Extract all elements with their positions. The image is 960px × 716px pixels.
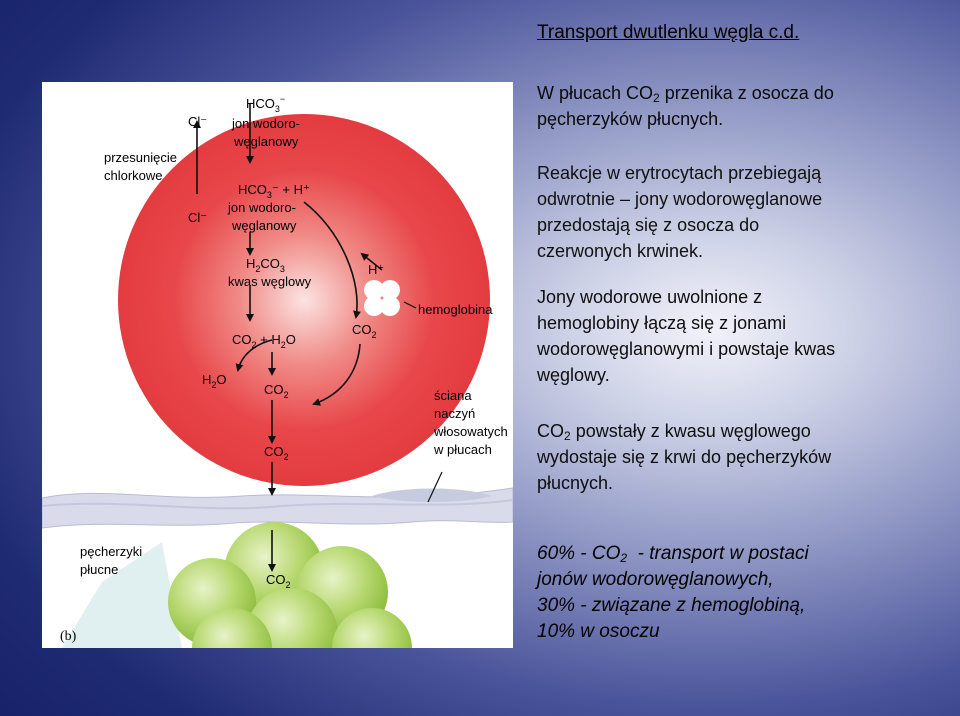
summary-paragraph: 60% - CO2 - transport w postaci jonów wo… — [537, 541, 809, 645]
label-alveoli-2: płucne — [80, 562, 118, 577]
hb-line3: wodorowęglanowymi i powstaje kwas — [537, 339, 836, 359]
co2-line2: wydostaje się z krwi do pęcherzyków — [537, 447, 832, 467]
alveoli-pointer-area — [62, 542, 182, 648]
co2-line1-a: CO — [537, 421, 564, 441]
label-h-plus: H⁺ — [368, 262, 384, 277]
label-hco3-in: HCO3⁻ + H⁺ — [238, 182, 310, 200]
hemoglobin-icon — [364, 280, 400, 316]
label-panel-b: (b) — [60, 629, 77, 644]
arrow-h-to-hco3 — [303, 201, 361, 319]
wall-pointer — [427, 471, 443, 503]
label-chloride-shift-2: chlorkowe — [104, 168, 163, 183]
hb-line1: Jony wodorowe uwolnione z — [537, 287, 763, 307]
hemoglobin-pointer — [403, 301, 417, 309]
lungs-line1-b: przenika z osocza do — [659, 83, 834, 103]
co2-transport-figure: Cl⁻ HCO3− jon wodoro- węglanowy przesuni… — [42, 82, 513, 648]
lungs-line1-a: W płucach CO — [537, 83, 654, 103]
rbc-line3: przedostają się z osocza do — [537, 215, 760, 235]
alveolus-6 — [332, 608, 412, 648]
capillary-wall-line — [42, 499, 513, 510]
lungs-line1-sub: 2 — [653, 91, 660, 105]
arrow-h-plus — [360, 252, 383, 271]
label-cl-mid: Cl⁻ — [188, 210, 207, 225]
summary-line3: 30% - związane z hemoglobiną, — [537, 595, 806, 616]
rbc-line2: odwrotnie – jony wodorowęglanowe — [537, 189, 823, 209]
label-co2-alveoli: CO2 — [266, 572, 291, 590]
lungs-line2: pęcherzyków płucnych. — [537, 109, 724, 129]
hb-line2: hemoglobiny łączą się z jonami — [537, 313, 787, 333]
alveolus-5 — [192, 608, 272, 648]
arrow-to-h2o — [235, 339, 273, 372]
summary-line2: jonów wodorowęglanowych, — [537, 569, 774, 590]
label-jon-in-2: węglanowy — [231, 218, 297, 233]
label-co2-low: CO2 — [264, 382, 289, 400]
label-h2o: H2O — [202, 372, 227, 390]
rbc-line1: Reakcje w erytrocytach przebiegają — [537, 163, 822, 183]
lungs-paragraph: W płucach CO2 przenika z osocza do pęche… — [537, 80, 834, 132]
label-hco3-top: HCO3− — [246, 94, 285, 114]
slide-title: Transport dwutlenku węgla c.d. — [537, 22, 800, 43]
summary-line1-a: 60% - CO — [537, 543, 621, 564]
label-chloride-shift-1: przesunięcie — [104, 150, 177, 165]
label-kwas: kwas węglowy — [228, 274, 312, 289]
label-co2-right: CO2 — [352, 322, 377, 340]
label-jon-top-2: węglanowy — [233, 134, 299, 149]
label-co2-plasma: CO2 — [264, 444, 289, 462]
arrow-co2-to-inner — [312, 343, 361, 406]
rbc-line4: czerwonych krwinek. — [537, 241, 704, 261]
hb-line4: węglowy. — [537, 365, 610, 385]
label-jon-top-1: jon wodoro- — [231, 116, 300, 131]
label-sciana-3: włosowatych — [433, 424, 508, 439]
co2-line1-sub: 2 — [564, 429, 571, 443]
summary-line4: 10% w osoczu — [537, 621, 660, 642]
label-hemoglobina: hemoglobina — [418, 302, 493, 317]
label-sciana-1: ściana — [434, 388, 472, 403]
label-sciana-2: naczyń — [434, 406, 475, 421]
co2-line1-b: powstały z kwasu węglowego — [570, 421, 811, 441]
label-cl-top: Cl⁻ — [188, 114, 207, 129]
figure-svg: Cl⁻ HCO3− jon wodoro- węglanowy przesuni… — [42, 82, 513, 648]
co2-paragraph: CO2 powstały z kwasu węglowego wydostaje… — [537, 418, 831, 496]
hemoglobin-paragraph: Jony wodorowe uwolnione z hemoglobiny łą… — [537, 284, 835, 388]
label-jon-in-1: jon wodoro- — [227, 200, 296, 215]
label-h2co3: H2CO3 — [246, 256, 285, 274]
summary-line1-b: - transport w postaci — [627, 543, 809, 564]
label-sciana-4: w płucach — [433, 442, 492, 457]
endothelial-cell — [372, 488, 492, 502]
label-alveoli-1: pęcherzyki — [80, 544, 142, 559]
co2-line3: płucnych. — [537, 473, 614, 493]
summary-line1-sub: 2 — [620, 551, 628, 565]
red-blood-cell — [118, 114, 490, 486]
label-co2-h2o: CO2 + H2O — [232, 332, 296, 350]
rbc-paragraph: Reakcje w erytrocytach przebiegają odwro… — [537, 160, 822, 264]
